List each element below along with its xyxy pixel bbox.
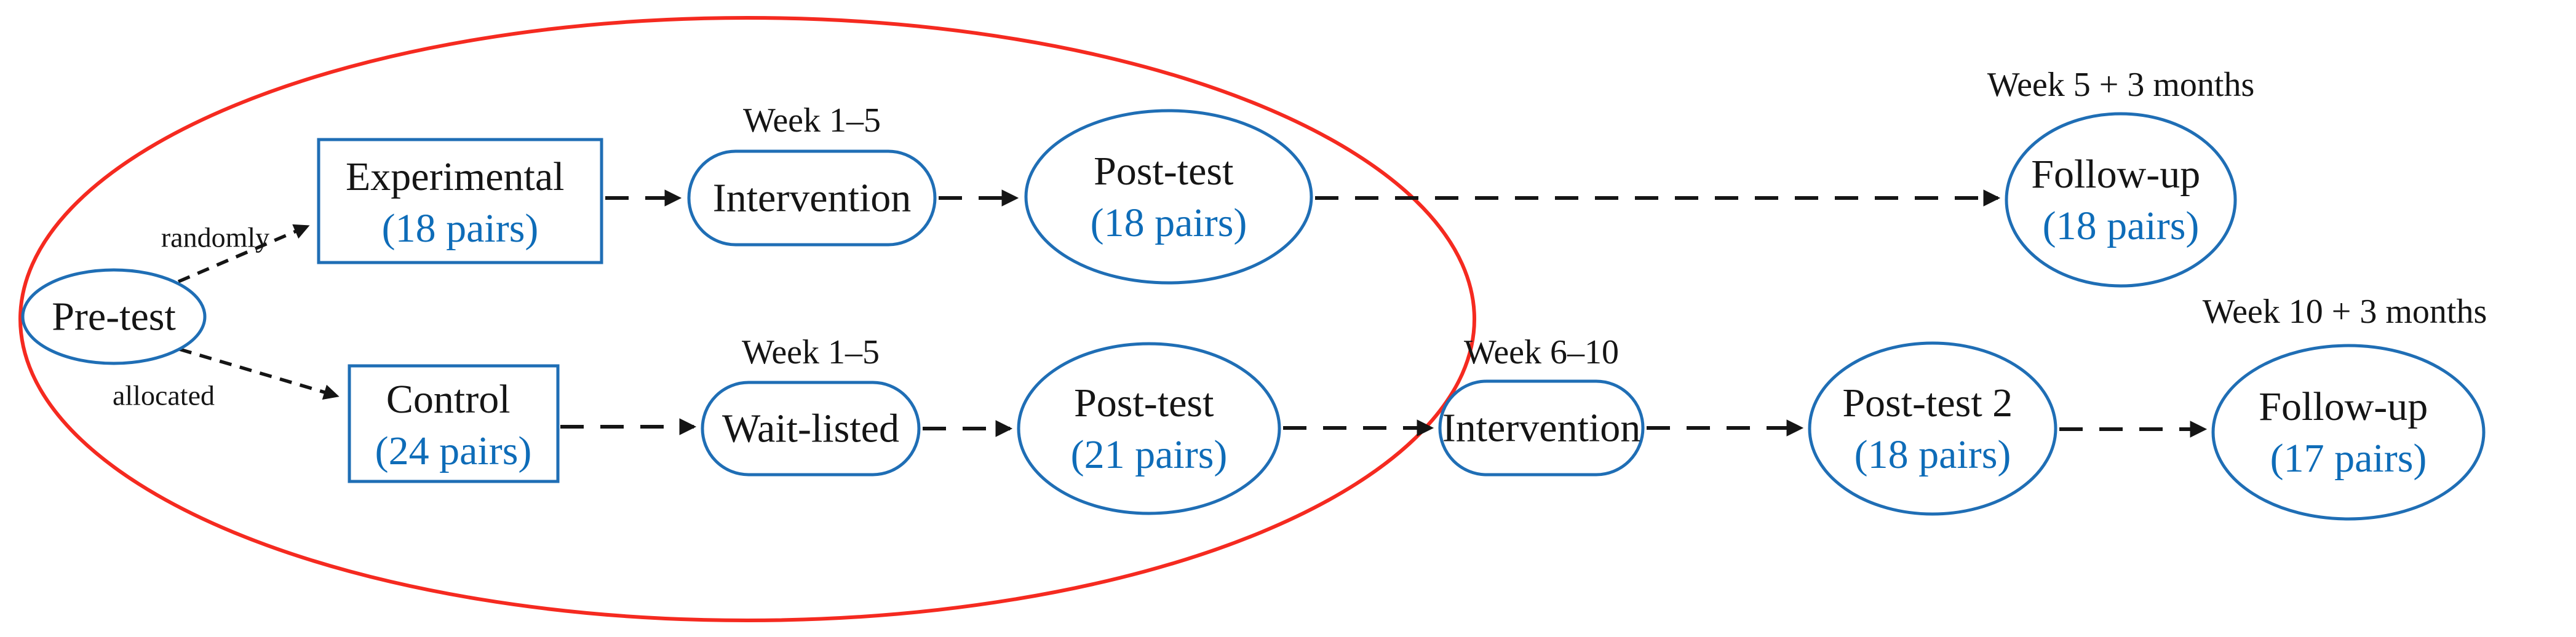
posttest-control-label: Post-test <box>1074 381 1214 425</box>
posttest-control-text: Post-test (21 pairs) <box>1071 381 1228 477</box>
posttest-control-ellipse <box>1017 342 1281 515</box>
experimental-box <box>317 138 603 264</box>
followup-experimental-text: Follow-up (18 pairs) <box>2031 152 2211 248</box>
posttest2-count: (18 pairs) <box>1854 432 2011 477</box>
week-6-10-label: Week 6–10 <box>1464 333 1619 371</box>
control-box <box>348 364 560 483</box>
followup-control-label: Follow-up <box>2259 384 2428 429</box>
posttest-control-count: (21 pairs) <box>1071 432 1228 477</box>
red-highlight-ellipse <box>18 16 1476 622</box>
posttest-experimental-label: Post-test <box>1094 149 1233 194</box>
followup-control-count: (17 pairs) <box>2270 436 2427 481</box>
experimental-count: (18 pairs) <box>382 206 539 251</box>
posttest-experimental-ellipse <box>1024 109 1313 285</box>
control-text: Control (24 pairs) <box>375 377 532 473</box>
posttest-experimental-count: (18 pairs) <box>1091 200 1247 245</box>
randomly-edge-label: randomly <box>161 222 269 253</box>
followup-experimental-label: Follow-up <box>2031 152 2200 197</box>
week-10-plus-3-months-label: Week 10 + 3 months <box>2203 293 2487 331</box>
followup-control-ellipse <box>2211 344 2486 521</box>
posttest2-text: Post-test 2 (18 pairs) <box>1842 381 2022 477</box>
waitlisted-label: Wait-listed <box>722 406 899 451</box>
waitlisted-stadium <box>701 381 921 477</box>
posttest2-label: Post-test 2 <box>1842 381 2013 425</box>
experimental-label: Experimental <box>346 154 565 199</box>
followup-experimental-count: (18 pairs) <box>2043 204 2200 248</box>
intervention1-label: Intervention <box>713 176 912 221</box>
week-5-plus-3-months-label: Week 5 + 3 months <box>1987 66 2255 104</box>
intervention2-stadium <box>1438 379 1645 477</box>
followup-control-text: Follow-up (17 pairs) <box>2259 384 2438 481</box>
posttest-experimental-text: Post-test (18 pairs) <box>1091 149 1247 245</box>
experimental-text: Experimental (18 pairs) <box>346 154 574 251</box>
arrow-pretest-to-experimental <box>177 224 310 283</box>
control-count: (24 pairs) <box>375 429 532 473</box>
control-label: Control <box>386 377 511 422</box>
pretest-label: Pre-test <box>52 295 176 339</box>
pretest-ellipse <box>21 268 207 365</box>
arrow-pretest-to-control <box>179 347 340 400</box>
week-1-5-bottom-label: Week 1–5 <box>742 333 880 371</box>
allocated-edge-label: allocated <box>113 380 215 411</box>
posttest2-ellipse <box>1808 341 2057 516</box>
followup-experimental-ellipse <box>2005 112 2237 288</box>
week-1-5-top-label: Week 1–5 <box>743 101 881 140</box>
intervention2-label: Intervention <box>1442 406 1641 451</box>
intervention1-stadium <box>687 149 937 247</box>
